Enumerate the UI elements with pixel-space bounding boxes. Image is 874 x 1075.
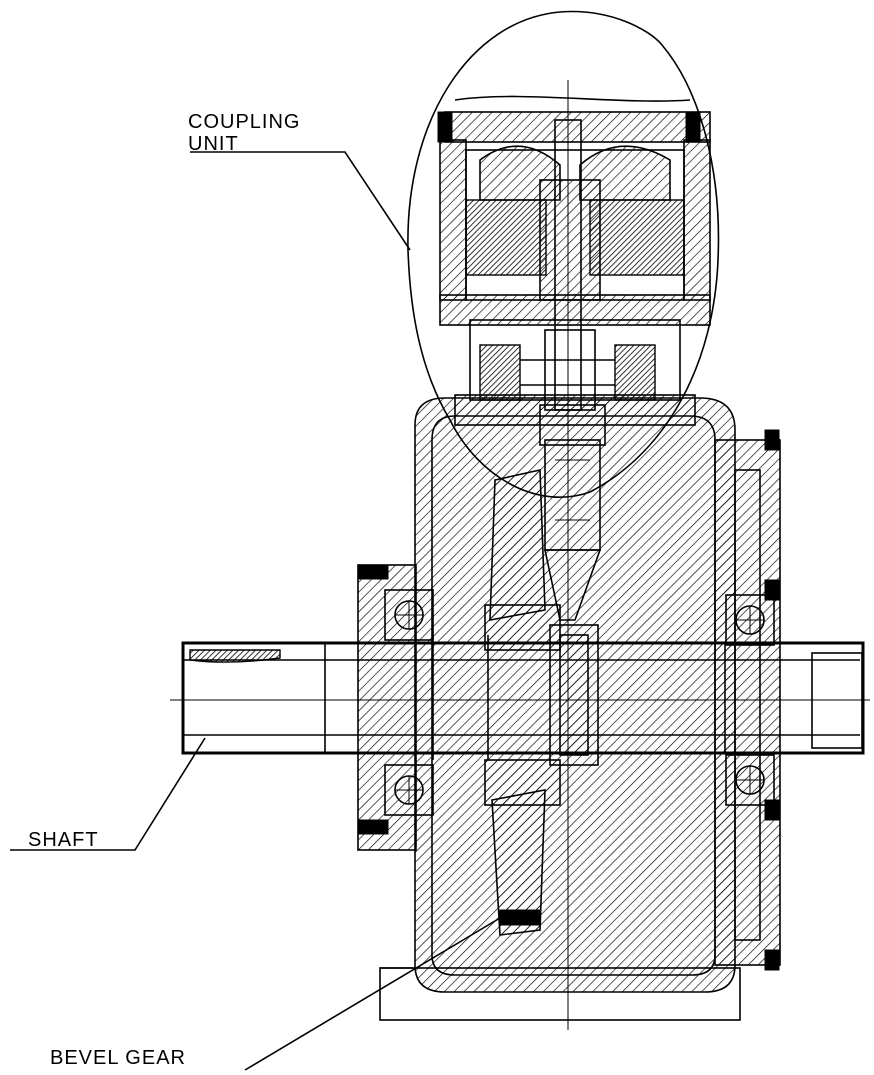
coupling-unit xyxy=(437,111,711,446)
coupling-unit-label-line1: COUPLING xyxy=(188,111,300,133)
coupling-break-line xyxy=(454,95,691,102)
bearings xyxy=(384,589,775,816)
coupling-unit-label-line2: UNIT xyxy=(188,133,239,155)
leader-lines xyxy=(10,151,501,1071)
output-shaft xyxy=(181,624,865,766)
bevel-gear-label: BEVEL GEAR xyxy=(50,1047,186,1069)
shaft-label: SHAFT xyxy=(28,829,99,851)
